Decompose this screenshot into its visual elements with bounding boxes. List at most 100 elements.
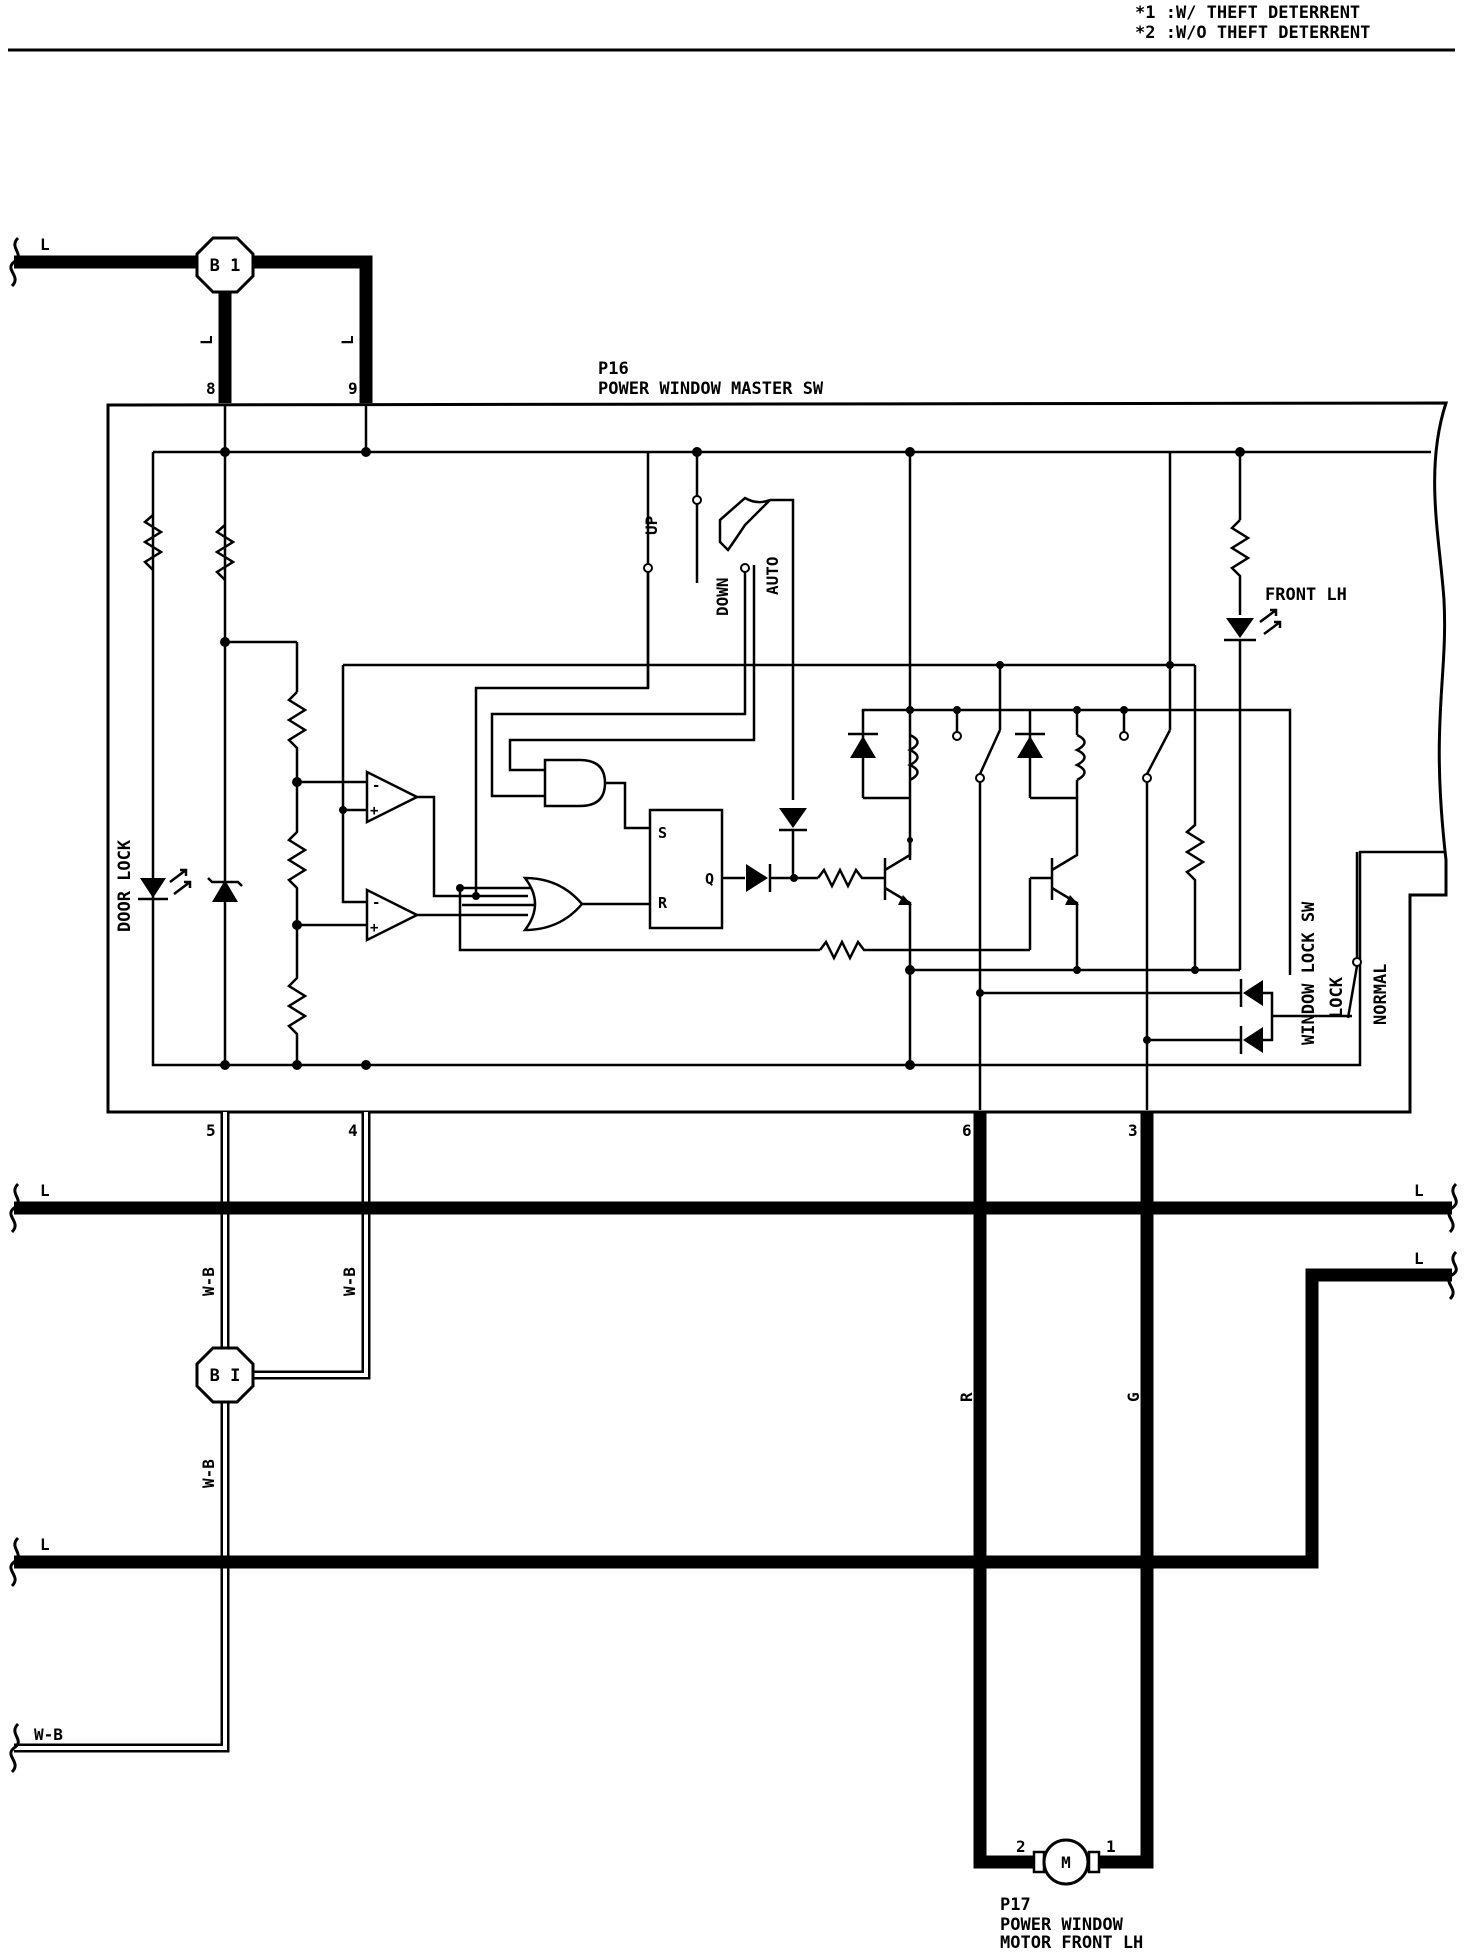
- comp-lower-minus: -: [372, 895, 380, 911]
- node: [1073, 706, 1081, 714]
- motor-pin-2: 2: [1016, 1837, 1026, 1856]
- relay2-coil: [1074, 733, 1086, 782]
- door-lock-led: [140, 878, 166, 898]
- pin-6: 6: [962, 1121, 972, 1140]
- relay2-nc: [1119, 731, 1129, 741]
- motor-symbol: [1042, 1838, 1090, 1886]
- wire-break-wb: [9, 1722, 20, 1774]
- q2-arrow: [1065, 895, 1079, 905]
- door-lock-resistor: [142, 514, 164, 571]
- wire-g: [1095, 1112, 1154, 1869]
- pin-3: 3: [1128, 1121, 1138, 1140]
- led-arrows: [169, 868, 192, 895]
- master-sw-housing: [106, 401, 1449, 1114]
- node: [456, 884, 464, 892]
- wire-label-wb-pin4: W-B: [340, 1267, 359, 1296]
- wire: [490, 565, 747, 798]
- inner-bus-left: [151, 452, 1446, 1067]
- node: [907, 837, 913, 843]
- door-lock-label: DOOR LOCK: [115, 839, 135, 932]
- node: [692, 447, 702, 457]
- p16-code: P16: [598, 359, 629, 379]
- and-gate: [543, 758, 607, 808]
- divider-resistor-3: [286, 925, 308, 1065]
- wire-l-upper-right: [14, 1268, 1452, 1569]
- motor-pin-1: 1: [1106, 1837, 1116, 1856]
- divider-resistor-1: [286, 691, 308, 782]
- wire-label-l-pin8: L: [197, 335, 216, 345]
- wire-label-l-top: L: [40, 235, 50, 254]
- ff-r: R: [658, 894, 668, 912]
- contact-up: [643, 563, 653, 573]
- connector-bi-bottom: [195, 1346, 255, 1404]
- pin8-resistor: [214, 524, 236, 581]
- connector-bi-bottom-label: B I: [210, 1366, 241, 1386]
- normal-label: NORMAL: [1371, 964, 1391, 1025]
- wire-l-to-pin9: [240, 255, 373, 403]
- connector-b1-top: [195, 236, 255, 294]
- relay2-no: [1142, 773, 1152, 783]
- wire-r: [973, 1112, 1038, 1869]
- wire: [343, 452, 1172, 667]
- wire: [1263, 991, 1274, 1042]
- lock-sw-contact: [1352, 957, 1362, 967]
- relay1-contact: [978, 729, 1002, 775]
- comp-upper-minus: -: [372, 778, 380, 794]
- auto-cam: [718, 496, 771, 552]
- connector-b1-top-label: B 1: [210, 256, 241, 276]
- zener-bar: [207, 877, 243, 887]
- pin-5: 5: [206, 1121, 216, 1140]
- wire-label-l-low-left: L: [40, 1535, 50, 1554]
- or-gate: [522, 876, 584, 932]
- p16-name: POWER WINDOW MASTER SW: [598, 379, 824, 399]
- q1-arrow: [898, 895, 912, 905]
- contact-common: [692, 495, 702, 505]
- relay1-diode: [850, 736, 876, 758]
- wire: [458, 886, 820, 952]
- node: [1073, 966, 1081, 974]
- node: [220, 447, 230, 457]
- relay1-no: [975, 773, 985, 783]
- legend-line-1: *1 :W/ THEFT DETERRENT: [1135, 3, 1360, 23]
- wire: [1030, 796, 1079, 840]
- divider-resistor-2: [286, 782, 308, 925]
- q1-collector: [884, 840, 912, 872]
- wire-break-ur: [1447, 1250, 1458, 1301]
- wire-label-l-mid-right: L: [1414, 1181, 1424, 1200]
- sr-flipflop: [648, 808, 724, 930]
- wire-wb-pin4: [250, 1112, 371, 1380]
- q2-collector: [1051, 840, 1079, 872]
- node: [906, 706, 914, 714]
- p17-name-2: MOTOR FRONT LH: [1000, 1933, 1143, 1953]
- node: [339, 806, 347, 814]
- window-lock-sw-label: WINDOW LOCK SW: [1299, 901, 1319, 1045]
- label-auto: AUTO: [763, 556, 782, 595]
- comparator-lower: [365, 887, 420, 943]
- right-resistor: [1184, 665, 1206, 970]
- node: [361, 1060, 371, 1070]
- relay1-coil: [907, 733, 919, 782]
- node: [905, 447, 915, 457]
- wire-label-g: G: [1124, 1392, 1143, 1402]
- lock-diode-1: [1243, 980, 1263, 1006]
- legend-line-2: *2 :W/O THEFT DETERRENT: [1135, 23, 1370, 43]
- relay2-contact: [1145, 729, 1172, 775]
- wire-break-mid-right: [1447, 1182, 1458, 1234]
- label-down: DOWN: [713, 577, 732, 616]
- wire-break-low-left: [9, 1536, 20, 1588]
- lock-label: LOCK: [1327, 976, 1347, 1018]
- wire-label-wb-pin5: W-B: [199, 1267, 218, 1296]
- wire: [341, 665, 367, 904]
- node: [361, 447, 371, 457]
- lock-diode-2: [1243, 1027, 1263, 1053]
- wire-label-l-ur: L: [1414, 1249, 1424, 1268]
- ff-q: Q: [705, 870, 714, 888]
- wire: [605, 781, 650, 830]
- wire-break-top: [9, 236, 20, 288]
- pin-9: 9: [348, 379, 358, 398]
- front-lh-resistor: [1229, 519, 1251, 615]
- wire-label-wb-ground: W-B: [34, 1725, 63, 1744]
- node: [1235, 447, 1245, 457]
- node: [1191, 966, 1199, 974]
